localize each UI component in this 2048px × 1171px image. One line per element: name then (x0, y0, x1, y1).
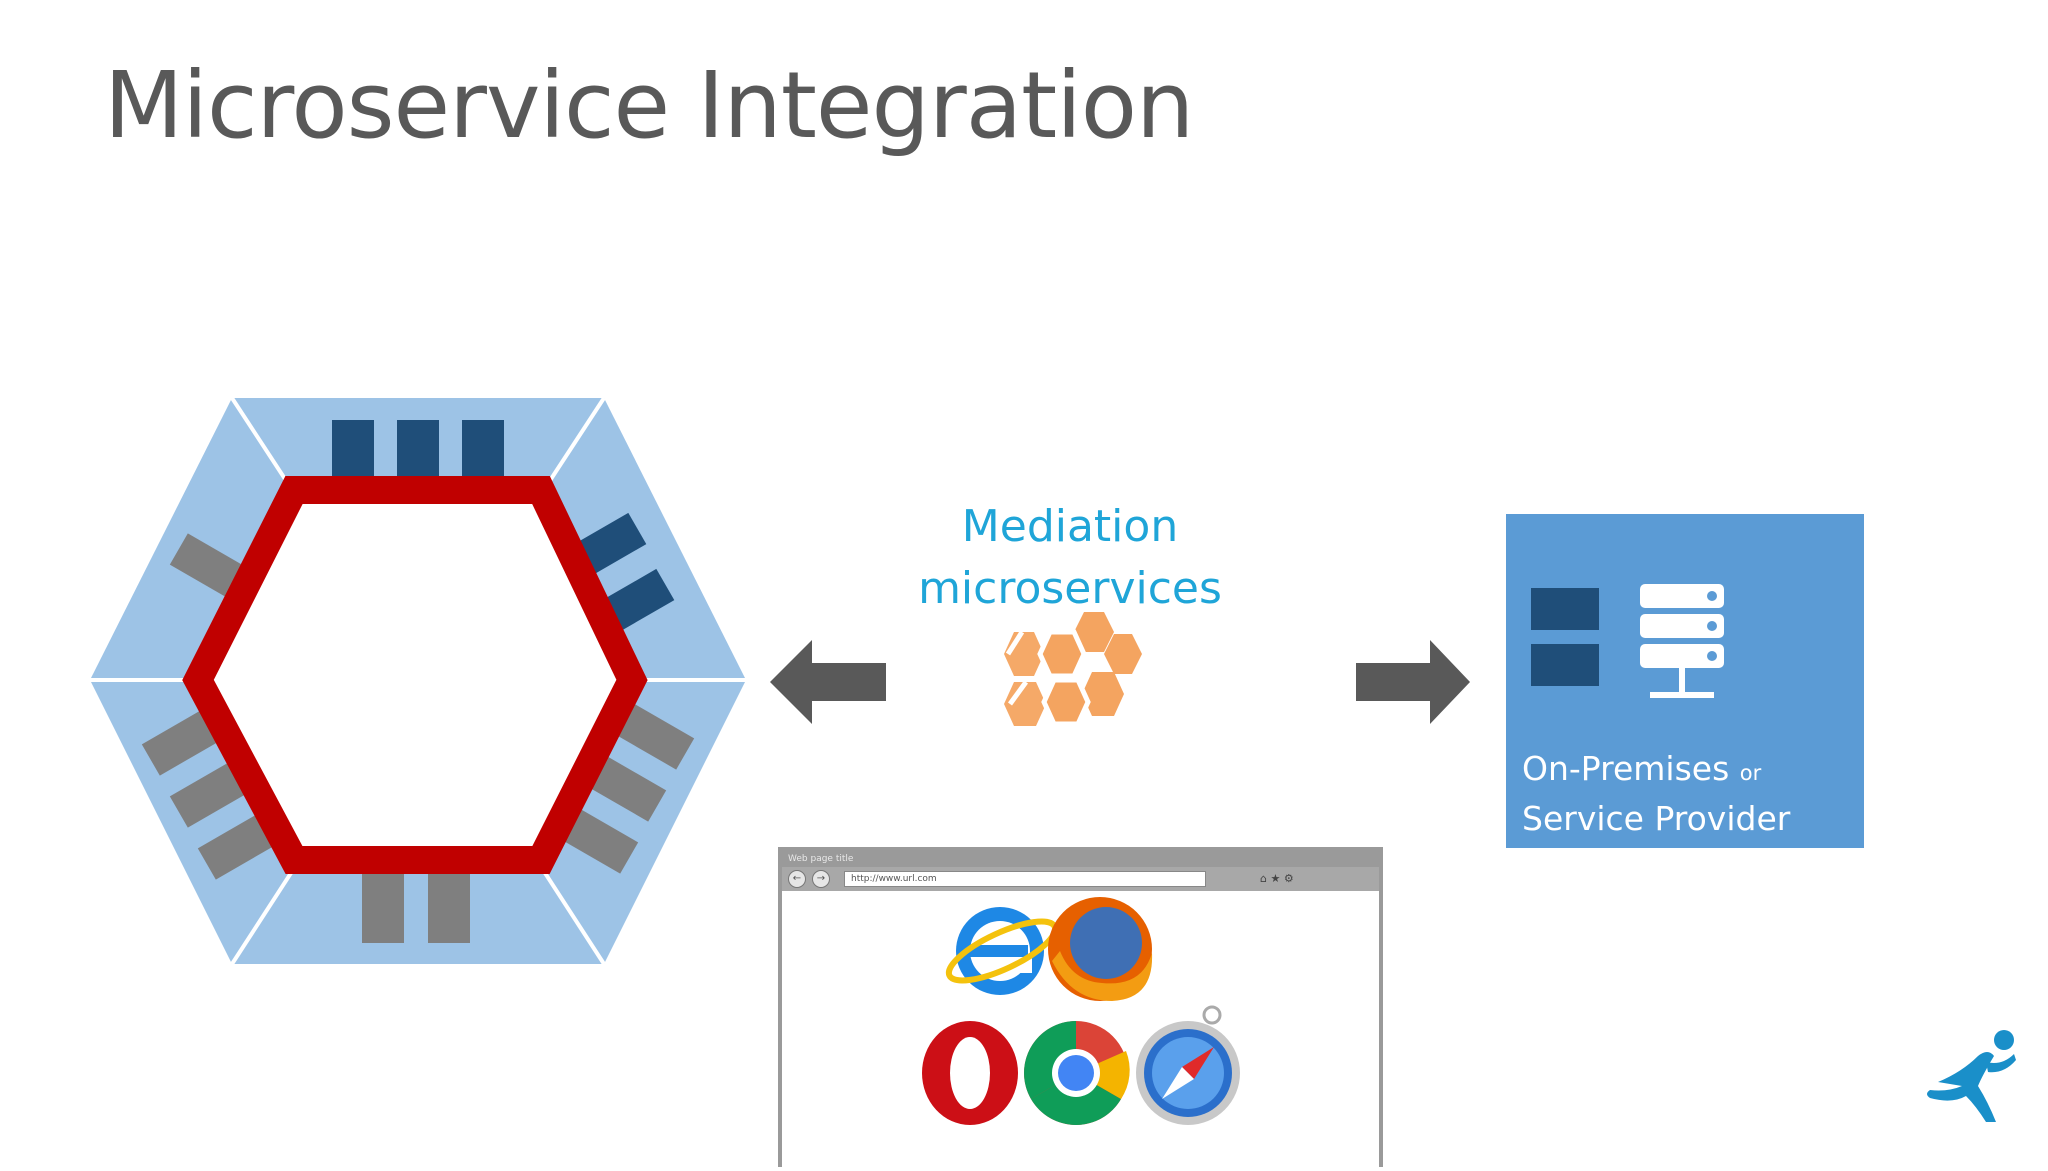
safari-icon (1136, 1005, 1240, 1125)
address-bar[interactable]: http://www.url.com (844, 871, 1206, 887)
ports-bottom (362, 873, 470, 943)
server-rack-icon (1640, 584, 1724, 698)
on-premises-server-box: On-Premises or Service Provider (1506, 514, 1864, 848)
internet-explorer-icon (945, 907, 1059, 995)
browser-window: Web page title ← → http://www.url.com ⌂ … (778, 847, 1383, 1167)
hexagon-core-ring (182, 476, 648, 874)
port-upper-left (169, 533, 251, 601)
mediation-label-line2: microservices (918, 563, 1222, 614)
server-label-or: or (1739, 761, 1762, 785)
server-label: On-Premises or Service Provider (1522, 746, 1790, 842)
runner-logo-icon (1927, 1030, 2016, 1122)
chrome-icon (1024, 1021, 1130, 1125)
browser-nav-bar: ← → http://www.url.com ⌂ ★ ⚙ (782, 867, 1379, 891)
mediation-microservices-label: Mediation microservices (900, 496, 1240, 620)
ports-lower-left (141, 708, 279, 880)
browser-logos (922, 897, 1240, 1125)
mediation-hex-cluster-icon (1004, 612, 1142, 727)
arrow-left-icon (770, 640, 886, 724)
server-label-line2: Service Provider (1522, 799, 1791, 838)
back-icon[interactable]: ← (788, 870, 806, 888)
browser-title-bar: Web page title (782, 851, 1379, 867)
browser-toolbar-icons: ⌂ ★ ⚙ (1260, 872, 1294, 885)
server-label-line1: On-Premises (1522, 749, 1730, 788)
slide-title: Microservice Integration (104, 52, 1194, 159)
arrow-right-icon (1356, 640, 1470, 724)
ports-lower-right (557, 702, 695, 874)
server-blocks-icon (1531, 588, 1599, 686)
forward-icon[interactable]: → (812, 870, 830, 888)
mediation-label-line1: Mediation (961, 501, 1179, 552)
opera-icon (922, 1021, 1018, 1125)
firefox-icon (1048, 897, 1153, 1001)
